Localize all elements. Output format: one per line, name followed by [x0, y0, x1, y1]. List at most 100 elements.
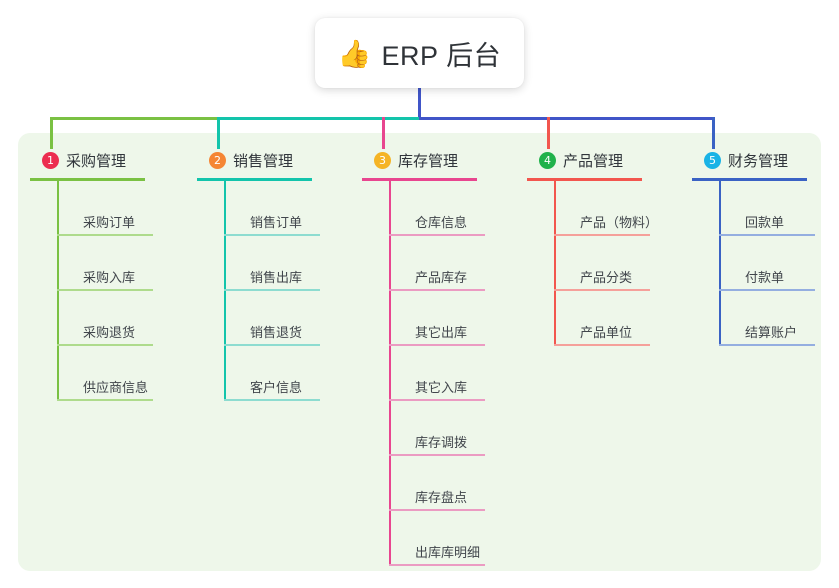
menu-item-label: 出库库明细: [415, 545, 481, 560]
menu-item[interactable]: 供应商信息: [57, 346, 180, 401]
column-header-4[interactable]: 4 产品管理: [527, 148, 677, 172]
connector-bus-segment-3: [419, 117, 715, 120]
column-title: 产品管理: [563, 152, 624, 170]
menu-item-divider: [224, 289, 320, 291]
menu-item[interactable]: 回款单: [719, 181, 839, 236]
connector-drop-5: [712, 117, 715, 149]
column-2: 2 销售管理销售订单销售出库销售退货客户信息: [197, 148, 347, 401]
menu-item-label: 产品库存: [415, 270, 468, 285]
page-title: ERP 后台: [381, 40, 502, 71]
menu-item-divider: [719, 234, 815, 236]
menu-item-divider: [57, 234, 153, 236]
branch-1: 采购订单采购入库采购退货供应商信息: [57, 181, 180, 401]
branch-trunk: [719, 181, 721, 346]
menu-item[interactable]: 产品单位: [554, 291, 677, 346]
menu-item-label: 产品分类: [580, 270, 633, 285]
menu-item[interactable]: 出库库明细: [389, 511, 512, 566]
menu-item[interactable]: 其它出库: [389, 291, 512, 346]
menu-item[interactable]: 产品分类: [554, 236, 677, 291]
column-divider: [527, 178, 642, 181]
menu-item-label: 库存调拨: [415, 435, 468, 450]
connector-stem: [418, 88, 421, 120]
menu-item-divider: [224, 399, 320, 401]
menu-item-divider: [719, 344, 815, 346]
column-title: 库存管理: [398, 152, 459, 170]
menu-item-divider: [57, 399, 153, 401]
menu-item[interactable]: 销售退货: [224, 291, 347, 346]
menu-item[interactable]: 采购入库: [57, 236, 180, 291]
branch-trunk: [554, 181, 556, 346]
connector-drop-1: [50, 117, 53, 149]
branch-5: 回款单付款单结算账户: [719, 181, 839, 346]
menu-item[interactable]: 库存盘点: [389, 456, 512, 511]
menu-item-divider: [389, 234, 485, 236]
menu-item[interactable]: 其它入库: [389, 346, 512, 401]
column-header-5[interactable]: 5 财务管理: [692, 148, 839, 172]
menu-item-divider: [389, 344, 485, 346]
menu-item[interactable]: 采购订单: [57, 181, 180, 236]
column-5: 5 财务管理回款单付款单结算账户: [692, 148, 839, 346]
menu-item[interactable]: 产品库存: [389, 236, 512, 291]
menu-item-label: 销售退货: [250, 325, 303, 340]
menu-item[interactable]: 付款单: [719, 236, 839, 291]
menu-item-divider: [224, 344, 320, 346]
menu-item-divider: [224, 234, 320, 236]
thumbs-up-icon: 👍: [337, 38, 372, 69]
menu-item[interactable]: 仓库信息: [389, 181, 512, 236]
menu-item-label: 结算账户: [745, 325, 798, 340]
menu-item[interactable]: 库存调拨: [389, 401, 512, 456]
menu-item-label: 采购退货: [83, 325, 136, 340]
connector-bus-segment-2: [217, 117, 422, 120]
menu-item-label: 采购订单: [83, 215, 136, 230]
root-title-card[interactable]: 👍 ERP 后台: [315, 18, 524, 88]
column-3: 3 库存管理仓库信息产品库存其它出库其它入库库存调拨库存盘点出库库明细: [362, 148, 512, 566]
connector-bus-segment-1: [50, 117, 220, 120]
menu-item-label: 销售订单: [250, 215, 303, 230]
column-number-badge: 4: [539, 151, 556, 169]
menu-item-label: 库存盘点: [415, 490, 468, 505]
column-title: 销售管理: [233, 152, 294, 170]
menu-item-divider: [57, 289, 153, 291]
column-header-3[interactable]: 3 库存管理: [362, 148, 512, 172]
content-panel: [18, 133, 821, 571]
menu-item-label: 产品（物料）: [580, 215, 659, 230]
connector-drop-4: [547, 117, 550, 149]
branch-trunk: [57, 181, 59, 401]
column-title: 财务管理: [728, 152, 789, 170]
connector-drop-3: [382, 117, 385, 149]
menu-item-label: 其它出库: [415, 325, 468, 340]
column-4: 4 产品管理产品（物料） 产品分类产品单位: [527, 148, 677, 346]
menu-item[interactable]: 销售订单: [224, 181, 347, 236]
menu-item-divider: [389, 289, 485, 291]
branch-trunk: [224, 181, 226, 401]
column-title: 采购管理: [66, 152, 127, 170]
menu-item[interactable]: 客户信息: [224, 346, 347, 401]
menu-item[interactable]: 采购退货: [57, 291, 180, 346]
column-divider: [197, 178, 312, 181]
branch-trunk: [389, 181, 391, 566]
column-number-badge: 3: [374, 151, 391, 169]
menu-item-divider: [389, 454, 485, 456]
menu-item[interactable]: 结算账户: [719, 291, 839, 346]
menu-item-label: 付款单: [745, 270, 785, 285]
branch-4: 产品（物料） 产品分类产品单位: [554, 181, 677, 346]
menu-item-divider: [554, 289, 650, 291]
menu-item-divider: [389, 509, 485, 511]
column-divider: [362, 178, 477, 181]
column-header-2[interactable]: 2 销售管理: [197, 148, 347, 172]
menu-item-label: 供应商信息: [83, 380, 149, 395]
menu-item-label: 客户信息: [250, 380, 303, 395]
column-divider: [692, 178, 807, 181]
menu-item-label: 采购入库: [83, 270, 136, 285]
column-number-badge: 5: [704, 151, 721, 169]
menu-item-divider: [719, 289, 815, 291]
connector-drop-2: [217, 117, 220, 149]
menu-item-label: 回款单: [745, 215, 785, 230]
menu-item[interactable]: 销售出库: [224, 236, 347, 291]
menu-item[interactable]: 产品（物料）: [554, 181, 677, 236]
column-number-badge: 2: [209, 151, 226, 169]
branch-2: 销售订单销售出库销售退货客户信息: [224, 181, 347, 401]
